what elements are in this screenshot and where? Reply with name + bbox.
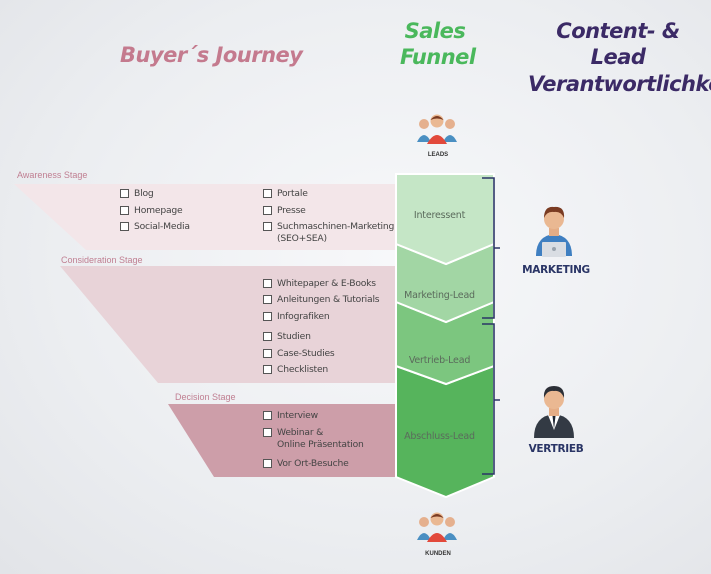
checkbox-label: Presse bbox=[277, 205, 306, 216]
checkbox-item: Homepage bbox=[120, 205, 183, 217]
funnel-label-interessent: Interessent bbox=[413, 210, 466, 221]
checkbox-label: Infografiken bbox=[277, 311, 330, 322]
content-lead-header: Content- & Lead Verantwortlichkeit bbox=[528, 19, 711, 96]
checkbox-label: Vor Ort-Besuche bbox=[277, 458, 349, 469]
checkbox-icon bbox=[263, 189, 272, 198]
marketing-person-laptop-icon bbox=[536, 206, 572, 257]
checkbox-label: Homepage bbox=[134, 205, 183, 216]
checkbox-label: Anleitungen & Tutorials bbox=[277, 294, 380, 305]
checkbox-item: Infografiken bbox=[263, 311, 330, 323]
checkbox-label: Portale bbox=[277, 188, 308, 199]
checkbox-item: Suchmaschinen-Marketing (SEO+SEA) bbox=[263, 221, 394, 245]
checkbox-item: Checklisten bbox=[263, 364, 328, 376]
sales-funnel-header: Sales Funnel bbox=[400, 19, 476, 70]
checkbox-item: Studien bbox=[263, 331, 311, 343]
checkbox-icon bbox=[263, 332, 272, 341]
awareness-stage-label: Awareness Stage bbox=[17, 170, 88, 180]
decision-stage-label: Decision Stage bbox=[175, 392, 236, 402]
checkbox-label: Suchmaschinen-Marketing (SEO+SEA) bbox=[277, 221, 395, 244]
checkbox-icon bbox=[120, 222, 129, 231]
funnel-label-marketing-lead: Marketing-Lead bbox=[404, 290, 475, 301]
kunden-label: KUNDEN bbox=[425, 551, 451, 557]
checkbox-label: Case-Studies bbox=[277, 348, 335, 359]
funnel-label-vertrieb-lead: Vertrieb-Lead bbox=[408, 355, 471, 366]
consideration-stage-band bbox=[60, 266, 398, 383]
checkbox-item: Social-Media bbox=[120, 221, 190, 233]
checkbox-icon bbox=[263, 206, 272, 215]
checkbox-label: Studien bbox=[277, 331, 311, 342]
checkbox-item: Interview bbox=[263, 410, 318, 422]
checkbox-icon bbox=[263, 411, 272, 420]
checkbox-item: Whitepaper & E-Books bbox=[263, 278, 376, 290]
checkbox-label: Social-Media bbox=[134, 221, 190, 232]
funnel-label-abschluss-lead: Abschluss-Lead bbox=[404, 431, 475, 442]
checkbox-item: Blog bbox=[120, 188, 154, 200]
checkbox-icon bbox=[263, 459, 272, 468]
checkbox-icon bbox=[263, 222, 272, 231]
decision-stage-band bbox=[168, 404, 398, 477]
checkbox-item: Portale bbox=[263, 188, 308, 200]
checkbox-icon bbox=[120, 189, 129, 198]
checkbox-icon bbox=[263, 295, 272, 304]
sales-person-suit-icon bbox=[534, 386, 574, 438]
marketing-role-label: MARKETING bbox=[522, 264, 590, 276]
checkbox-label: Interview bbox=[277, 410, 318, 421]
checkbox-icon bbox=[263, 365, 272, 374]
vertrieb-bracket bbox=[482, 323, 500, 475]
checkbox-label: Checklisten bbox=[277, 364, 329, 375]
checkbox-item: Webinar & Online Präsentation bbox=[263, 427, 364, 451]
checkbox-icon bbox=[263, 312, 272, 321]
checkbox-icon bbox=[120, 206, 129, 215]
consideration-stage-label: Consideration Stage bbox=[61, 255, 143, 265]
checkbox-icon bbox=[263, 428, 272, 437]
checkbox-item: Presse bbox=[263, 205, 306, 217]
kunden-group-icon bbox=[417, 512, 457, 542]
funnel-step-interessent bbox=[395, 173, 495, 266]
awareness-stage-band bbox=[14, 184, 398, 250]
checkbox-icon bbox=[263, 349, 272, 358]
leads-label: LEADS bbox=[427, 152, 449, 158]
marketing-bracket bbox=[482, 177, 500, 319]
buyers-journey-header: Buyer´s Journey bbox=[120, 43, 303, 67]
checkbox-label: Whitepaper & E-Books bbox=[277, 278, 376, 289]
checkbox-item: Anleitungen & Tutorials bbox=[263, 294, 380, 306]
leads-group-icon bbox=[417, 114, 457, 144]
checkbox-item: Case-Studies bbox=[263, 348, 335, 360]
checkbox-label: Blog bbox=[134, 188, 154, 199]
checkbox-label: Webinar & Online Präsentation bbox=[277, 427, 364, 450]
vertrieb-role-label: VERTRIEB bbox=[528, 443, 584, 455]
checkbox-item: Vor Ort-Besuche bbox=[263, 458, 349, 470]
checkbox-icon bbox=[263, 279, 272, 288]
